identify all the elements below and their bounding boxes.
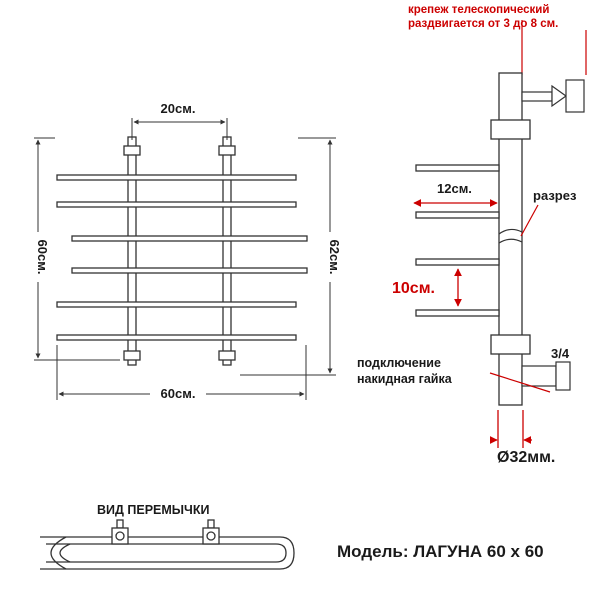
rung [56,334,297,341]
vertical-pipes [127,136,232,366]
pipe-diameter: Ø32мм. [497,449,555,466]
pipe-collars [490,119,531,355]
model-caption: Модель: ЛАГУНА 60 х 60 [337,542,544,561]
pipe-caps [123,145,236,361]
connection-label-line1: подключение [357,356,441,370]
side-rung [415,211,500,219]
dim-rung-width-label: 12см. [437,181,472,196]
jumper-fittings [111,519,220,545]
rung [56,174,297,181]
jumper-outer [40,536,295,570]
front-view: 20см. 60см. 62см. 60см. [28,98,342,403]
mount-note-line1: крепеж телескопический [408,4,549,16]
dim-rung-width: 12см. [413,181,498,207]
dim-right: 62см. [240,137,342,376]
side-rung [415,164,500,172]
dim-left-label: 60см. [35,240,50,275]
rungs [56,174,308,341]
connection-nut [521,361,571,391]
dim-left: 60см. [28,137,120,361]
side-rungs [415,164,500,317]
rung [56,301,297,308]
dim-spacing-label: 10см. [392,280,435,297]
dim-bottom: 60см. [56,345,307,403]
cut-label: разрез [533,188,577,203]
side-rung [415,258,500,266]
dim-right-label: 62см. [327,240,342,275]
mount-note-line2: раздвигается от 3 до 8 см. [408,18,558,30]
connection-label-line2: накидная гайка [357,372,453,386]
jumper-inner [46,543,287,563]
dim-top-label: 20см. [161,101,196,116]
rung [71,235,308,242]
jumper-view: ВИД ПЕРЕМЫЧКИ [40,503,295,570]
side-rung [415,309,500,317]
dim-spacing: 10см. [392,268,462,307]
rung [71,267,308,274]
jumper-title: ВИД ПЕРЕМЫЧКИ [97,503,209,517]
dim-bottom-label: 60см. [161,386,196,401]
side-view: крепеж телескопический раздвигается от 3… [357,4,587,466]
thread-size: 3/4 [551,346,570,361]
dim-top: 20см. [131,98,228,140]
rung [56,201,297,208]
wall-bracket [521,79,585,113]
